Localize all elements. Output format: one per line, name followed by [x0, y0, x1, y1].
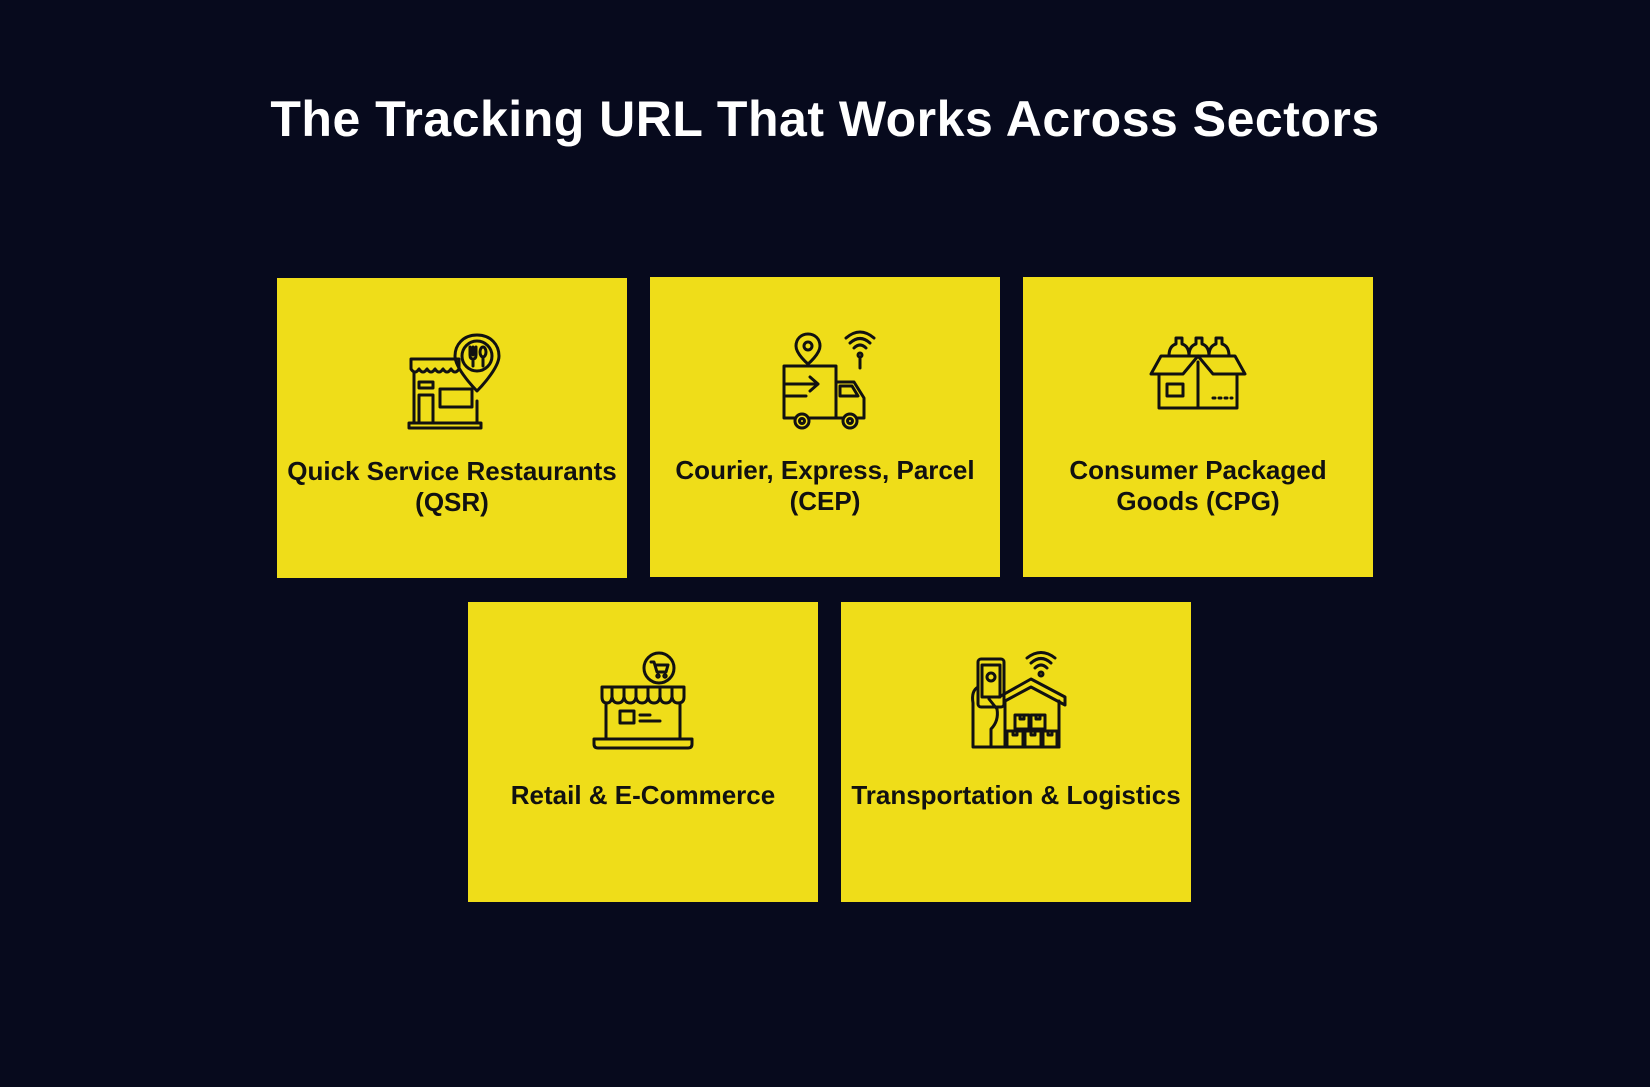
- sector-card-retail: Retail & E-Commerce: [468, 602, 818, 902]
- delivery-truck-icon: [770, 322, 880, 432]
- sector-label: Quick Service Restaurants (QSR): [287, 456, 617, 517]
- sector-label: Consumer Packaged Goods (CPG): [1069, 455, 1327, 516]
- sector-card-cpg: Consumer Packaged Goods (CPG): [1023, 277, 1373, 577]
- sector-card-cep: Courier, Express, Parcel (CEP): [650, 277, 1000, 577]
- sector-card-logistics: Transportation & Logistics: [841, 602, 1191, 902]
- package-box-icon: [1143, 322, 1253, 432]
- sector-label: Retail & E-Commerce: [510, 780, 776, 810]
- online-store-icon: [588, 647, 698, 757]
- page-title: The Tracking URL That Works Across Secto…: [270, 91, 1380, 147]
- sector-label: Transportation & Logistics: [851, 780, 1181, 810]
- sector-card-qsr: Quick Service Restaurants (QSR): [277, 278, 627, 578]
- sector-label: Courier, Express, Parcel (CEP): [675, 455, 975, 516]
- restaurant-location-icon: [397, 323, 507, 433]
- warehouse-tracking-icon: [961, 647, 1071, 757]
